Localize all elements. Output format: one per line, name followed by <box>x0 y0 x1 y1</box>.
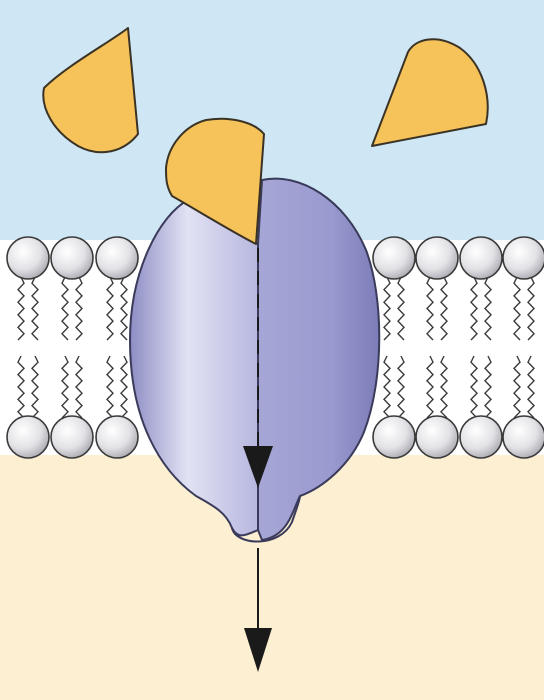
outer-lipid-head-right-3 <box>503 237 544 279</box>
outer-lipid-head-left-1 <box>51 237 93 279</box>
inner-lipid-head-left-0 <box>7 416 49 458</box>
outer-lipid-head-left-0 <box>7 237 49 279</box>
inner-lipid-head-left-2 <box>96 416 138 458</box>
outer-lipid-head-right-2 <box>460 237 502 279</box>
inner-lipid-head-right-2 <box>460 416 502 458</box>
outer-lipid-head-right-0 <box>373 237 415 279</box>
inner-lipid-head-left-1 <box>51 416 93 458</box>
outer-lipid-head-right-1 <box>416 237 458 279</box>
outer-lipid-head-left-2 <box>96 237 138 279</box>
inner-lipid-head-right-1 <box>416 416 458 458</box>
inner-lipid-head-right-3 <box>503 416 544 458</box>
inner-lipid-head-right-0 <box>373 416 415 458</box>
